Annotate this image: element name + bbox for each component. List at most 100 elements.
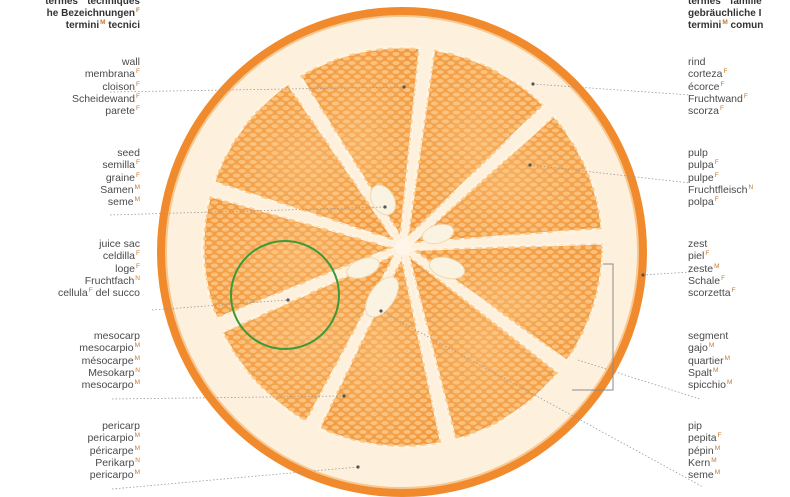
term: scorzettaF [688,287,790,299]
gender-mark: F [720,105,724,112]
term-text: Mesokarp [88,367,134,379]
term-text: mesocarp [94,330,140,342]
term: mesocarpioM [0,342,140,354]
term-text: parete [105,105,135,117]
gender-mark: F [136,172,140,179]
term-text: juice sac [99,238,140,250]
term: pulpaF [688,159,790,171]
term-text: Fruchtfach [85,275,135,287]
term: pip [688,420,790,432]
term-text: Kern [688,457,710,469]
core [395,239,411,255]
term-text: Schale [688,275,720,287]
term: quartierM [688,355,790,367]
gender-mark: M [709,342,714,349]
term-text: pulp [688,147,708,159]
gender-mark: M [715,469,720,476]
term-text: pepita [688,432,717,444]
term-text: zest [688,238,707,250]
term-group-wall: wallmembranaFcloisonFScheidewandFpareteF [0,56,140,117]
gender-mark: M [135,184,140,191]
gender-mark: F [136,263,140,270]
term-text: Spalt [688,367,712,379]
term-group-pip: pippepitaFpépinMKernMsemeM [688,420,790,481]
gender-mark: N [749,184,754,191]
term: SamenM [0,184,140,196]
term-text: membrana [85,68,135,80]
term-text: piel [688,250,704,262]
term: pareteF [0,105,140,117]
gender-mark: F [136,7,140,14]
term-text: mesocarpio [79,342,133,354]
term-text: pericarpio [87,432,133,444]
gender-mark: M [135,445,140,452]
term: FruchtfachN [0,275,140,287]
term: pielF [688,250,790,262]
term: polpaF [688,196,790,208]
term: mesocarpoM [0,379,140,391]
term: membranaF [0,68,140,80]
term-text: zeste [688,263,713,275]
gender-mark: N [135,367,140,374]
gender-mark: N [135,457,140,464]
term: graineF [0,172,140,184]
term: celdillaF [0,250,140,262]
term-text: gajo [688,342,708,354]
header-line: terminiM tecnici [0,20,140,32]
gender-mark: F [718,432,722,439]
term: pulpeF [688,172,790,184]
gender-mark: M [715,445,720,452]
term: rind [688,56,790,68]
term-text: pip [688,420,702,432]
header-line: terminiM comun [688,20,790,32]
term: spicchioM [688,379,790,391]
term-text: loge [115,263,135,275]
term: SpaltM [688,367,790,379]
term: péricarpeM [0,445,140,457]
term-text: polpa [688,196,714,208]
term: wall [0,56,140,68]
term-text: corteza [688,68,722,80]
gender-mark: F [136,159,140,166]
term: cloisonF [0,81,140,93]
gender-mark: F [136,105,140,112]
term-text: pulpe [688,172,714,184]
gender-mark: F [715,172,719,179]
term-text: Fruchtwand [688,93,743,105]
term-text: scorza [688,105,719,117]
technical-terms-header: termesM techniqueshe BezeichnungenFtermi… [0,0,140,32]
gender-mark: M [135,342,140,349]
term: mésocarpeM [0,355,140,367]
gender-mark: M [713,367,718,374]
term-text: wall [122,56,140,68]
term-group-mesocarp: mesocarpmesocarpioMmésocarpeMMesokarpNme… [0,330,140,391]
term: écorceF [688,81,790,93]
term-text: écorce [688,81,720,93]
term: PerikarpN [0,457,140,469]
gender-mark: F [136,68,140,75]
term: SchaleF [688,275,790,287]
gender-mark: F [721,81,725,88]
gender-mark: F [715,159,719,166]
term: pericarpioM [0,432,140,444]
term-text: graine [106,172,135,184]
term: zesteM [688,263,790,275]
term: ScheidewandF [0,93,140,105]
term-text: celdilla [103,250,135,262]
term: logeF [0,263,140,275]
term-text: pericarpo [90,469,134,481]
term: MesokarpN [0,367,140,379]
term: semeM [688,469,790,481]
term: semillaF [0,159,140,171]
gender-mark: M [135,469,140,476]
term-text: mésocarpe [82,355,134,367]
gender-mark: M [714,263,719,270]
gender-mark: M [135,355,140,362]
term: pepitaF [688,432,790,444]
term: pulp [688,147,790,159]
